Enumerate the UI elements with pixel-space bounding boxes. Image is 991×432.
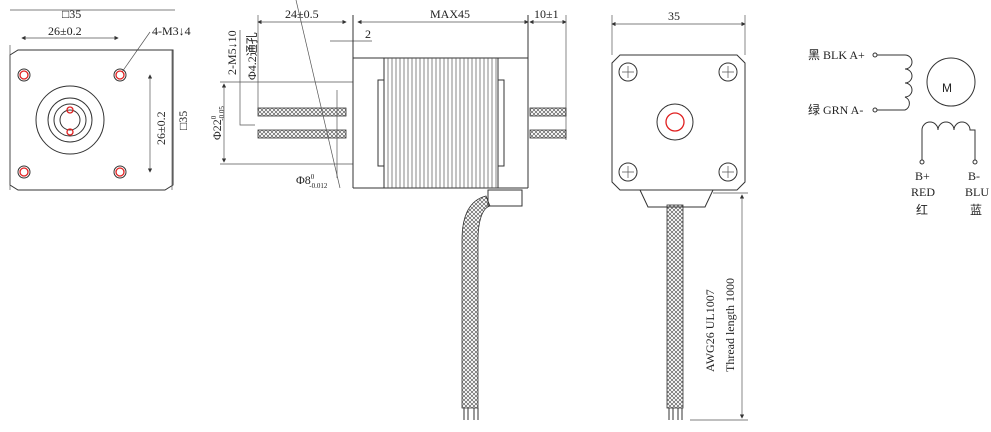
label-b-minus-color: BLU (965, 185, 989, 199)
dim-square: □35 (62, 7, 81, 21)
cable-spec: AWG26 UL1007 (703, 289, 717, 372)
dim-square-v: □35 (176, 111, 190, 130)
cable-length: Thread length 1000 (723, 278, 737, 372)
wiring-diagram: 黑 BLK A+ 绿 GRN A- M B+ RED 红 B- BLU 蓝 (808, 48, 989, 217)
front-view: □35 26±0.2 4-M3↓4 26±0.2 □35 (9, 7, 191, 191)
dim-holes: 4-M3↓4 (152, 24, 191, 38)
label-b-minus: B- (968, 169, 980, 183)
dim-through-hole: Φ4.2通孔 (245, 32, 259, 80)
dim-hole-spacing-h: 26±0.2 (48, 24, 82, 38)
dim-width: 35 (668, 9, 680, 23)
motor-label: M (942, 81, 952, 95)
label-b-plus-color: RED (911, 185, 935, 199)
label-a-minus: 绿 GRN A- (808, 102, 863, 117)
dim-rear-shaft: 10±1 (534, 7, 559, 21)
label-b-plus: B+ (915, 169, 930, 183)
label-b-minus-cn: 蓝 (970, 203, 982, 217)
label-b-plus-cn: 红 (916, 202, 928, 217)
rear-view: 35 AWG26 UL1007 Thread length 1000 (611, 9, 748, 421)
dim-lead-length: 24±0.5 (285, 7, 319, 21)
dim-shaft-dia: Φ80-0.012 (296, 173, 328, 190)
dim-hole-spacing-v: 26±0.2 (154, 111, 168, 145)
dim-thread: 2-M5↓10 (225, 30, 239, 75)
side-view: 24±0.5 MAX45 10±1 2 2-M5↓10 Φ4.2通孔 Φ220-… (210, 0, 567, 420)
dim-boss-dia: Φ220-0.05 (210, 106, 226, 140)
label-a-plus: 黑 BLK A+ (808, 48, 865, 62)
dim-boss: 2 (365, 27, 371, 41)
dim-body: MAX45 (430, 7, 470, 21)
stator-fins (383, 57, 499, 189)
